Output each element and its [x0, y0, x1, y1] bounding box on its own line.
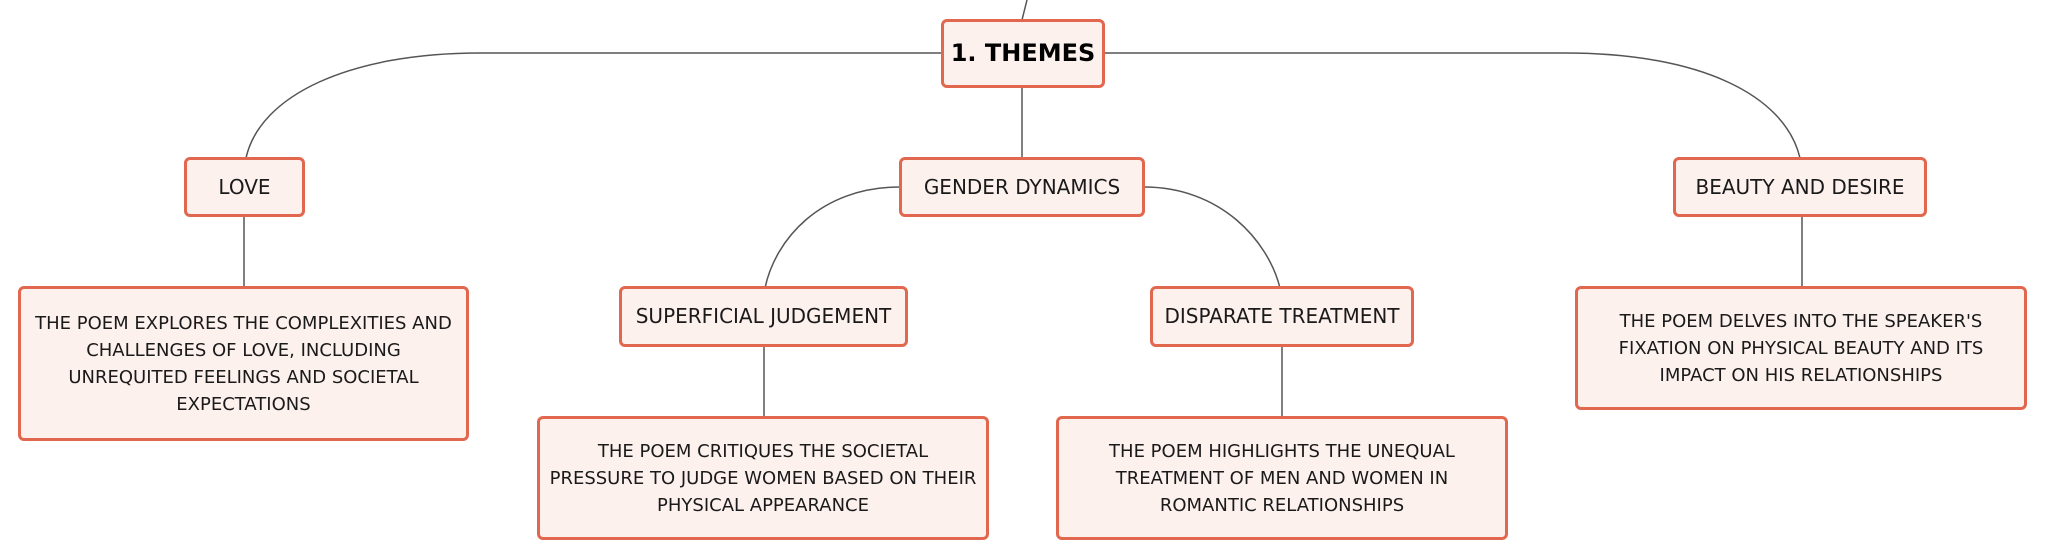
node-superficial-judgement-label: SUPERFICIAL JUDGEMENT [635, 304, 892, 328]
node-love-description[interactable]: THE POEM EXPLORES THE COMPLEXITIES AND C… [18, 286, 469, 441]
connector-root-to-beauty-and-desire [1104, 52, 1801, 159]
connector-root-to-love [245, 52, 944, 159]
beauty-and-desire-description-text: THE POEM DELVES INTO THE SPEAKER'S FIXAT… [1618, 310, 1984, 386]
node-love[interactable]: LOVE [184, 157, 305, 217]
connector-gender-to-superficial-judgement [764, 186, 901, 289]
node-superficial-judgement-description[interactable]: THE POEM CRITIQUES THE SOCIETAL PRESSURE… [537, 416, 989, 540]
root-node-themes[interactable]: 1. THEMES [941, 19, 1105, 88]
love-description-text: THE POEM EXPLORES THE COMPLEXITIES AND C… [35, 312, 452, 415]
node-love-label: LOVE [218, 174, 271, 199]
connector-gender-to-disparate-treatment [1143, 186, 1281, 289]
node-disparate-treatment[interactable]: DISPARATE TREATMENT [1150, 286, 1414, 347]
node-disparate-treatment-description[interactable]: THE POEM HIGHLIGHTS THE UNEQUAL TREATMEN… [1056, 416, 1508, 540]
superficial-judgement-description-text: THE POEM CRITIQUES THE SOCIETAL PRESSURE… [549, 440, 977, 516]
root-node-label: 1. THEMES [950, 39, 1096, 67]
node-superficial-judgement[interactable]: SUPERFICIAL JUDGEMENT [619, 286, 908, 347]
node-beauty-and-desire-label: BEAUTY AND DESIRE [1695, 174, 1905, 199]
disparate-treatment-description-text: THE POEM HIGHLIGHTS THE UNEQUAL TREATMEN… [1109, 440, 1455, 516]
node-beauty-and-desire[interactable]: BEAUTY AND DESIRE [1673, 157, 1927, 217]
node-disparate-treatment-label: DISPARATE TREATMENT [1164, 304, 1400, 328]
connector-root-to-parent [1021, 0, 1028, 21]
node-beauty-and-desire-description[interactable]: THE POEM DELVES INTO THE SPEAKER'S FIXAT… [1575, 286, 2027, 410]
node-gender-dynamics-label: GENDER DYNAMICS [923, 174, 1121, 199]
node-gender-dynamics[interactable]: GENDER DYNAMICS [899, 157, 1145, 217]
